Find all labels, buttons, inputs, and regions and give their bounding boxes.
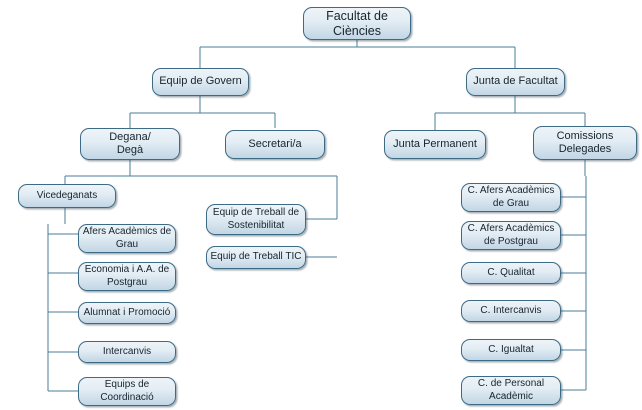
node-label-line2: de Postgrau — [484, 235, 538, 247]
node-label-line1: Economia i A.A. de — [84, 264, 170, 275]
node-label-line1: C. de Personal — [477, 378, 545, 389]
node-label-line1: Equip de Treball de — [212, 207, 300, 218]
node-equips-coordinacio[interactable]: Equips de Coordinació — [78, 377, 176, 406]
node-degana-dega[interactable]: Degana/ Degà — [80, 128, 180, 160]
node-label-line2: Postgrau — [106, 276, 148, 288]
node-label-line2: Coordinació — [100, 391, 154, 403]
node-label-line1: Equips de — [104, 379, 150, 390]
node-comissio-igualtat[interactable]: C. Igualtat — [461, 339, 561, 361]
node-junta-de-facultat[interactable]: Junta de Facultat — [466, 68, 565, 96]
node-label: Junta Permanent — [393, 137, 477, 150]
node-comissio-qualitat[interactable]: C. Qualitat — [461, 262, 561, 284]
node-label-line2: Delegades — [558, 143, 612, 155]
node-label-line1: Degana/ — [109, 130, 151, 143]
node-label: Equip de Treball TIC — [210, 251, 302, 263]
node-junta-permanent[interactable]: Junta Permanent — [384, 130, 486, 159]
node-comissions-delegades[interactable]: Comissions Delegades — [533, 126, 637, 160]
node-label-line1: C. Afers Acadèmics — [467, 185, 555, 196]
node-equip-treball-tic[interactable]: Equip de Treball TIC — [206, 246, 306, 269]
node-label-line2: Acadèmic — [489, 390, 533, 402]
node-afers-academics-grau[interactable]: Afers Acadèmics de Grau — [78, 224, 176, 253]
node-comissio-afers-academics-postgrau[interactable]: C. Afers Acadèmics de Postgrau — [461, 221, 561, 250]
node-label: Secretari/a — [248, 137, 302, 150]
node-comissio-personal-academic[interactable]: C. de Personal Acadèmic — [461, 376, 561, 405]
node-equip-treball-sostenibilitat[interactable]: Equip de Treball de Sostenibilitat — [206, 204, 306, 235]
node-economia-aa-postgrau[interactable]: Economia i A.A. de Postgrau — [78, 262, 176, 291]
node-label-line2: Sostenibilitat — [227, 219, 285, 231]
node-label: Vicedeganats — [36, 189, 98, 201]
node-label-line1: Afers Acadèmics de — [82, 226, 172, 237]
node-label-line2: de Grau — [492, 197, 530, 209]
node-label: Equip de Govern — [159, 75, 242, 88]
node-facultat-de-ciencies[interactable]: Facultat de Ciències — [303, 7, 411, 40]
node-intercanvis[interactable]: Intercanvis — [78, 341, 176, 363]
node-label-line1: C. Afers Acadèmics — [467, 223, 555, 234]
node-label: Facultat de Ciències — [326, 8, 388, 38]
node-alumnat-promocio[interactable]: Alumnat i Promoció — [78, 302, 176, 324]
node-equip-de-govern[interactable]: Equip de Govern — [152, 68, 249, 96]
node-label-line2: Degà — [116, 144, 144, 156]
node-comissio-intercanvis[interactable]: C. Intercanvis — [461, 300, 561, 322]
node-label: Junta de Facultat — [473, 75, 558, 88]
node-vicedeganats[interactable]: Vicedeganats — [18, 184, 116, 208]
node-secretari[interactable]: Secretari/a — [225, 130, 325, 159]
node-label-line2: Grau — [115, 238, 139, 250]
node-label: Intercanvis — [102, 345, 152, 357]
node-label: C. Igualtat — [488, 343, 534, 355]
node-label: Alumnat i Promoció — [83, 306, 171, 318]
node-label: C. Qualitat — [487, 266, 535, 278]
node-label: C. Intercanvis — [480, 304, 542, 316]
node-comissio-afers-academics-grau[interactable]: C. Afers Acadèmics de Grau — [461, 183, 561, 212]
node-label-line1: Comissions — [556, 129, 614, 142]
